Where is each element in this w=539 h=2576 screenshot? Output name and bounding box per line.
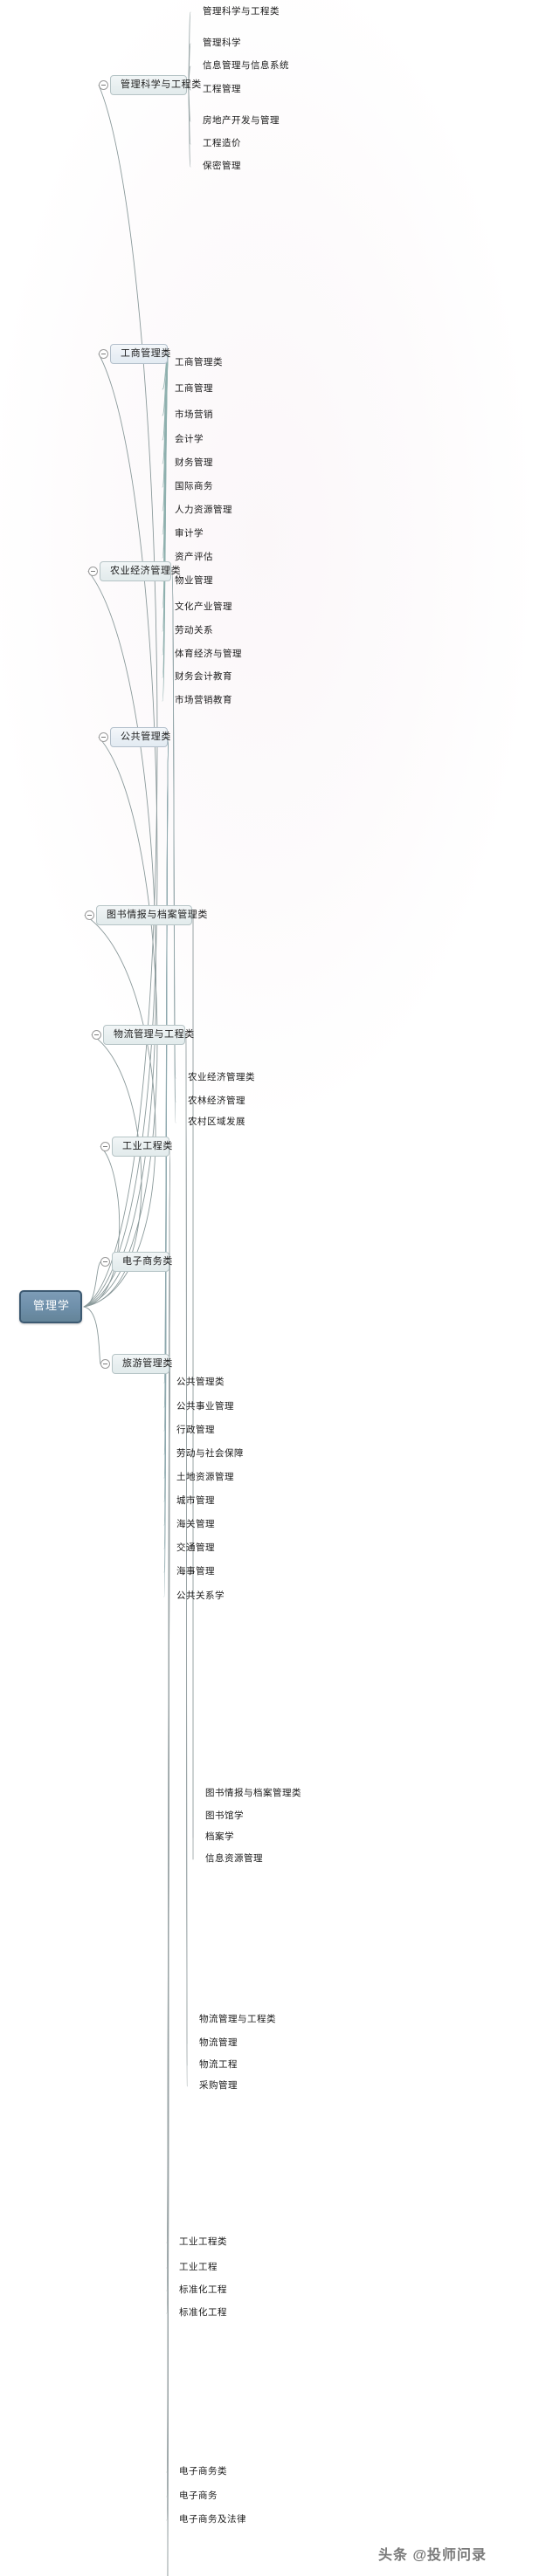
branch-node-7[interactable]: 工业工程类 xyxy=(112,1137,172,1157)
leaf-node-6-1[interactable]: 物流管理与工程类 xyxy=(199,2014,276,2024)
collapse-toggle-6[interactable] xyxy=(92,1030,101,1040)
leaf-node-4-7[interactable]: 海关管理 xyxy=(176,1519,215,1529)
leaf-node-1-4[interactable]: 工程管理 xyxy=(203,84,241,94)
branch-node-6[interactable]: 物流管理与工程类 xyxy=(103,1025,194,1045)
leaf-node-7-4[interactable]: 标准化工程 xyxy=(179,2307,227,2318)
leaf-node-5-3[interactable]: 档案学 xyxy=(205,1831,234,1842)
leaf-node-1-3[interactable]: 信息管理与信息系统 xyxy=(203,60,289,71)
watermark: 头条 @投师问录 xyxy=(378,2548,487,2563)
leaf-node-6-3[interactable]: 物流工程 xyxy=(199,2059,238,2070)
leaf-node-4-3[interactable]: 行政管理 xyxy=(176,1425,215,1435)
leaf-node-2-8[interactable]: 审计学 xyxy=(175,528,204,539)
branch-node-5[interactable]: 图书情报与档案管理类 xyxy=(96,905,207,925)
leaf-node-6-4[interactable]: 采购管理 xyxy=(199,2080,238,2091)
branch-node-1[interactable]: 管理科学与工程类 xyxy=(110,75,201,95)
branch-node-8[interactable]: 电子商务类 xyxy=(112,1252,172,1272)
leaf-node-5-4[interactable]: 信息资源管理 xyxy=(205,1853,263,1864)
leaf-node-1-5[interactable]: 房地产开发与管理 xyxy=(203,115,280,126)
leaf-node-4-6[interactable]: 城市管理 xyxy=(176,1495,215,1506)
leaf-node-4-2[interactable]: 公共事业管理 xyxy=(176,1401,234,1412)
collapse-toggle-9[interactable] xyxy=(100,1359,110,1369)
leaf-node-8-3[interactable]: 电子商务及法律 xyxy=(179,2514,246,2524)
leaf-node-2-15[interactable]: 市场营销教育 xyxy=(175,695,232,705)
leaf-node-7-1[interactable]: 工业工程类 xyxy=(179,2236,227,2247)
leaf-node-4-1[interactable]: 公共管理类 xyxy=(176,1377,225,1387)
leaf-node-8-2[interactable]: 电子商务 xyxy=(179,2490,218,2501)
leaf-node-4-10[interactable]: 公共关系学 xyxy=(176,1590,225,1601)
leaf-node-2-3[interactable]: 市场营销 xyxy=(175,409,213,420)
leaf-node-2-14[interactable]: 财务会计教育 xyxy=(175,671,232,682)
leaf-node-4-9[interactable]: 海事管理 xyxy=(176,1566,215,1577)
leaf-node-8-1[interactable]: 电子商务类 xyxy=(179,2466,227,2476)
leaf-node-7-2[interactable]: 工业工程 xyxy=(179,2262,218,2272)
collapse-toggle-1[interactable] xyxy=(99,80,108,90)
leaf-node-2-2[interactable]: 工商管理 xyxy=(175,383,213,394)
collapse-toggle-8[interactable] xyxy=(100,1257,110,1267)
leaf-node-1-7[interactable]: 保密管理 xyxy=(203,161,241,171)
leaf-node-6-2[interactable]: 物流管理 xyxy=(199,2037,238,2048)
branch-node-4[interactable]: 公共管理类 xyxy=(110,727,170,747)
leaf-node-3-1[interactable]: 农业经济管理类 xyxy=(188,1072,255,1082)
leaf-node-2-11[interactable]: 文化产业管理 xyxy=(175,601,232,612)
leaf-node-2-6[interactable]: 国际商务 xyxy=(175,481,213,491)
leaf-node-5-2[interactable]: 图书馆学 xyxy=(205,1810,244,1821)
branch-node-2[interactable]: 工商管理类 xyxy=(110,344,170,364)
leaf-node-4-5[interactable]: 土地资源管理 xyxy=(176,1472,234,1482)
leaf-node-4-8[interactable]: 交通管理 xyxy=(176,1542,215,1553)
leaf-node-3-3[interactable]: 农村区域发展 xyxy=(188,1116,245,1127)
leaf-node-1-6[interactable]: 工程造价 xyxy=(203,138,241,148)
root-node[interactable]: 管理学 xyxy=(19,1290,82,1323)
leaf-node-2-4[interactable]: 会计学 xyxy=(175,434,204,444)
leaf-node-2-5[interactable]: 财务管理 xyxy=(175,457,213,468)
collapse-toggle-4[interactable] xyxy=(99,732,108,742)
leaf-node-7-3[interactable]: 标准化工程 xyxy=(179,2284,227,2295)
leaf-node-2-7[interactable]: 人力资源管理 xyxy=(175,505,232,515)
leaf-node-5-1[interactable]: 图书情报与档案管理类 xyxy=(205,1788,301,1798)
leaf-node-3-2[interactable]: 农林经济管理 xyxy=(188,1096,245,1106)
collapse-toggle-5[interactable] xyxy=(85,910,94,920)
branch-node-9[interactable]: 旅游管理类 xyxy=(112,1354,172,1374)
leaf-node-2-1[interactable]: 工商管理类 xyxy=(175,357,223,368)
leaf-node-4-4[interactable]: 劳动与社会保障 xyxy=(176,1448,244,1459)
leaf-node-1-1[interactable]: 管理科学与工程类 xyxy=(203,6,280,17)
branch-node-3[interactable]: 农业经济管理类 xyxy=(100,561,181,581)
leaf-node-2-10[interactable]: 物业管理 xyxy=(175,575,213,586)
leaf-node-2-12[interactable]: 劳动关系 xyxy=(175,625,213,635)
collapse-toggle-3[interactable] xyxy=(88,567,98,576)
collapse-toggle-7[interactable] xyxy=(100,1142,110,1151)
collapse-toggle-2[interactable] xyxy=(99,349,108,359)
leaf-node-1-2[interactable]: 管理科学 xyxy=(203,38,241,48)
leaf-node-2-9[interactable]: 资产评估 xyxy=(175,552,213,562)
leaf-node-2-13[interactable]: 体育经济与管理 xyxy=(175,649,242,659)
